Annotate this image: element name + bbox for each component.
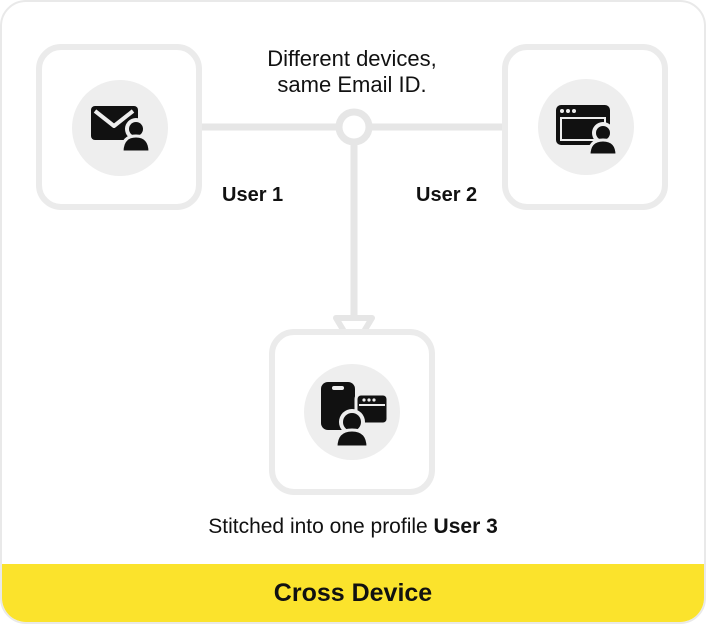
browser-user-icon <box>556 105 619 157</box>
caption-line-1: Different devices, <box>267 46 437 71</box>
user3-label: User 3 <box>433 515 498 538</box>
footer-title: Cross Device <box>273 579 433 607</box>
footer-banner: Cross Device <box>2 564 704 622</box>
stitched-caption: Stitched into one profile User 3 <box>0 515 706 539</box>
caption-line-2: same Email ID. <box>277 72 427 97</box>
caption-different-devices: Different devices, same Email ID. <box>232 46 472 98</box>
user3-node <box>269 329 435 495</box>
connector-junction <box>335 108 373 146</box>
stitched-text: Stitched into one profile <box>208 515 434 538</box>
user2-label: User 2 <box>416 184 478 206</box>
user2-node <box>502 44 668 210</box>
user1-node <box>36 44 202 210</box>
email-user-icon <box>91 106 152 154</box>
user1-label: User 1 <box>222 184 284 206</box>
multi-device-user-icon <box>321 382 390 449</box>
